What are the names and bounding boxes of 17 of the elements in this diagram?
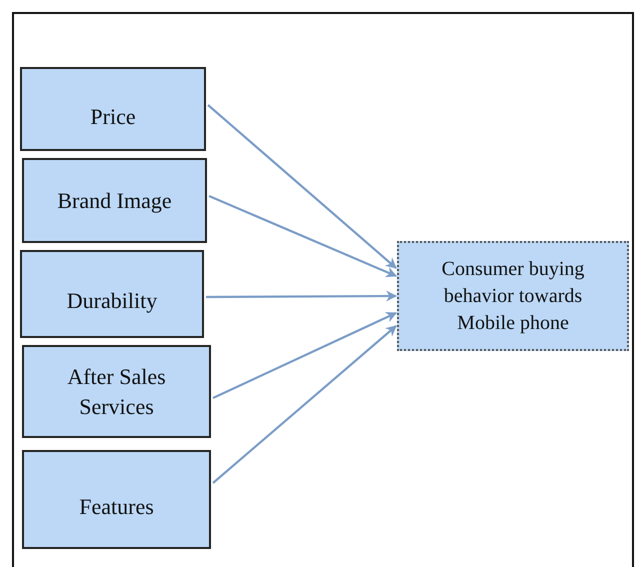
arrow xyxy=(208,194,397,278)
node-label: Consumer buying behavior towards Mobile phone xyxy=(440,256,586,336)
node-label: After Sales Services xyxy=(66,362,167,420)
factor-box xyxy=(22,345,211,438)
factor-box xyxy=(22,158,207,243)
node-label: Durability xyxy=(66,287,158,316)
node-label: Features xyxy=(78,492,155,521)
arrow xyxy=(212,312,397,399)
arrow xyxy=(206,290,398,302)
node-label: Brand Image xyxy=(56,186,173,215)
factor-box xyxy=(22,450,211,549)
factor-box xyxy=(20,67,206,151)
node-label: Price xyxy=(89,103,137,132)
factor-box xyxy=(20,250,204,338)
arrow xyxy=(212,325,397,484)
arrow xyxy=(207,104,397,269)
outcome-box xyxy=(397,241,629,351)
